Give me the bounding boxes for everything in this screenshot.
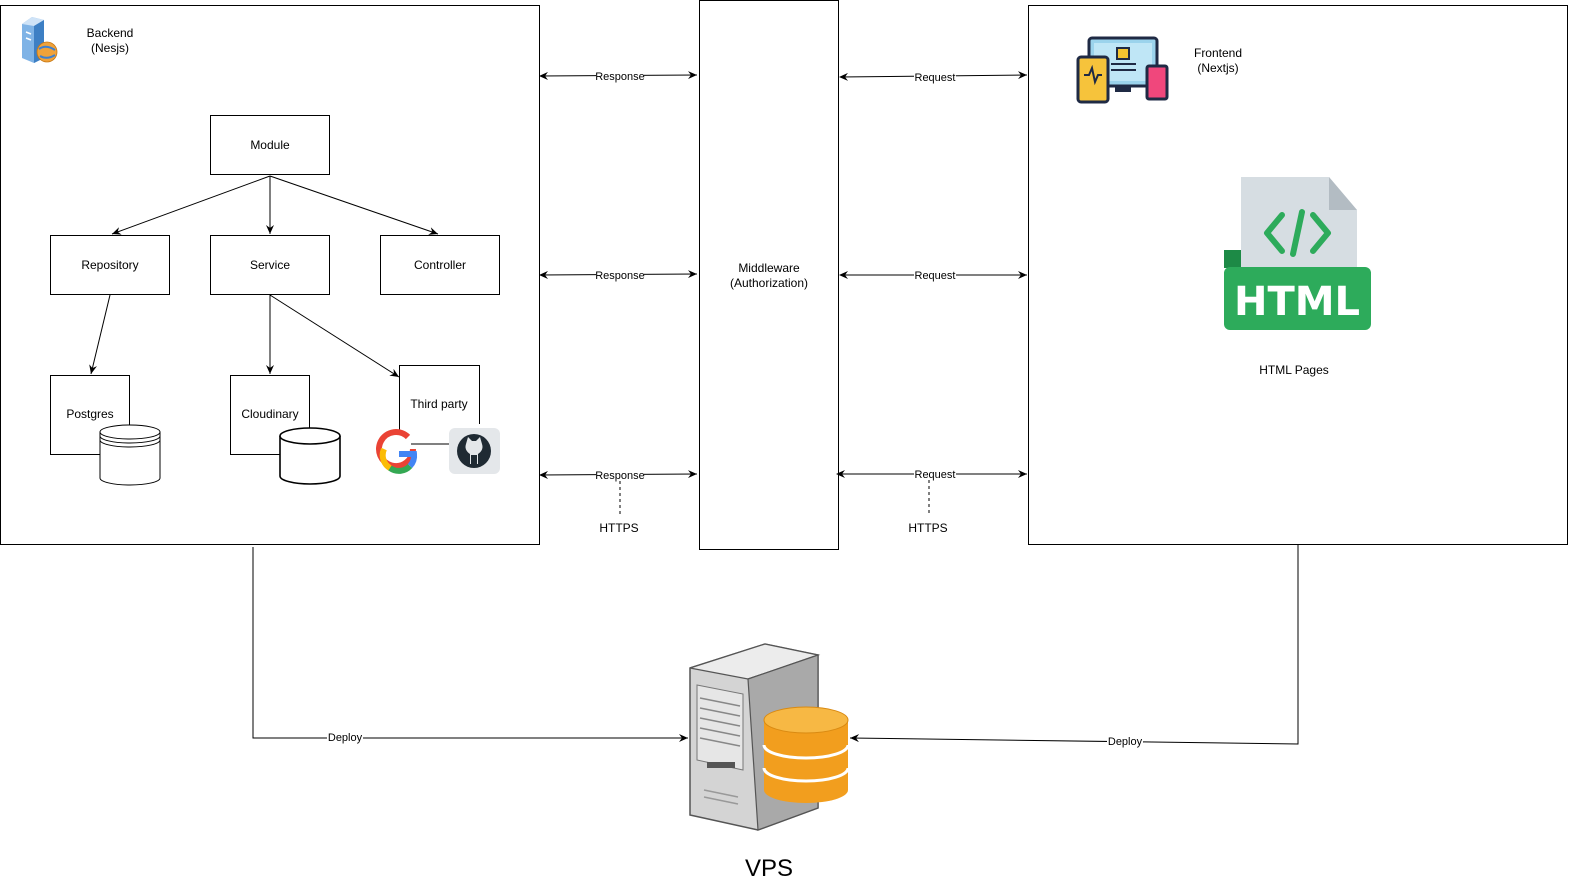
svg-text:Request: Request xyxy=(915,270,956,282)
postgres-database-icon xyxy=(99,424,161,486)
html-pages-caption: HTML Pages xyxy=(1259,363,1329,377)
request-label-2: Request xyxy=(914,269,956,282)
deploy-label-right: Deploy xyxy=(1108,736,1143,748)
service-node: Service xyxy=(210,235,330,295)
cloudinary-database-icon xyxy=(279,427,341,485)
postgres-label: Postgres xyxy=(66,407,113,421)
deploy-edge-backend: Deploy xyxy=(252,547,688,744)
deploy-label-left: Deploy xyxy=(328,732,363,744)
https-left: HTTPS xyxy=(599,481,639,535)
middleware-container: Middleware (Authorization) xyxy=(699,0,839,550)
request-label-1: Request xyxy=(914,71,956,84)
svg-text:Request: Request xyxy=(915,72,956,84)
github-icon xyxy=(449,428,500,474)
vps-label: VPS xyxy=(745,855,793,882)
module-label: Module xyxy=(250,138,290,152)
devices-icon xyxy=(1076,36,1169,104)
response-label-2: Response xyxy=(595,269,645,282)
frontend-title: Frontend xyxy=(1194,46,1242,60)
repository-label: Repository xyxy=(81,258,138,272)
controller-label: Controller xyxy=(414,258,466,272)
backend-edges xyxy=(89,175,439,378)
https-label-right: HTTPS xyxy=(908,521,947,535)
response-label-3: Response xyxy=(595,469,645,482)
html-badge-text: HTML xyxy=(1234,279,1360,325)
https-label-left: HTTPS xyxy=(599,521,638,535)
svg-text:Response: Response xyxy=(595,470,645,482)
service-label: Service xyxy=(250,258,290,272)
middleware-title: Middleware xyxy=(738,261,800,275)
middleware-subtitle: (Authorization) xyxy=(730,276,808,290)
frontend-container: Frontend (Nextjs) HTML HTML Pages xyxy=(1028,5,1568,545)
backend-container: Backend (Nesjs) Module Repository Servic… xyxy=(0,5,540,545)
deploy-edge-frontend: Deploy xyxy=(849,545,1299,748)
request-label-3: Request xyxy=(914,468,956,481)
repository-node: Repository xyxy=(50,235,170,295)
cloudinary-label: Cloudinary xyxy=(241,407,298,421)
backend-subtitle: (Nesjs) xyxy=(91,41,129,55)
svg-text:Response: Response xyxy=(595,270,645,282)
https-right: HTTPS xyxy=(908,480,948,535)
html-file-icon: HTML xyxy=(1224,177,1371,330)
controller-node: Controller xyxy=(380,235,500,295)
third-party-node: Third party xyxy=(399,365,480,445)
backend-title: Backend xyxy=(87,26,134,40)
module-node: Module xyxy=(210,115,330,175)
frontend-subtitle: (Nextjs) xyxy=(1197,61,1238,75)
server-globe-icon xyxy=(22,17,58,63)
server-database-icon xyxy=(689,643,850,831)
third-party-label: Third party xyxy=(410,397,467,411)
google-icon xyxy=(376,429,418,474)
response-label-1: Response xyxy=(595,70,645,83)
svg-text:Response: Response xyxy=(595,71,645,83)
svg-text:Request: Request xyxy=(915,469,956,481)
